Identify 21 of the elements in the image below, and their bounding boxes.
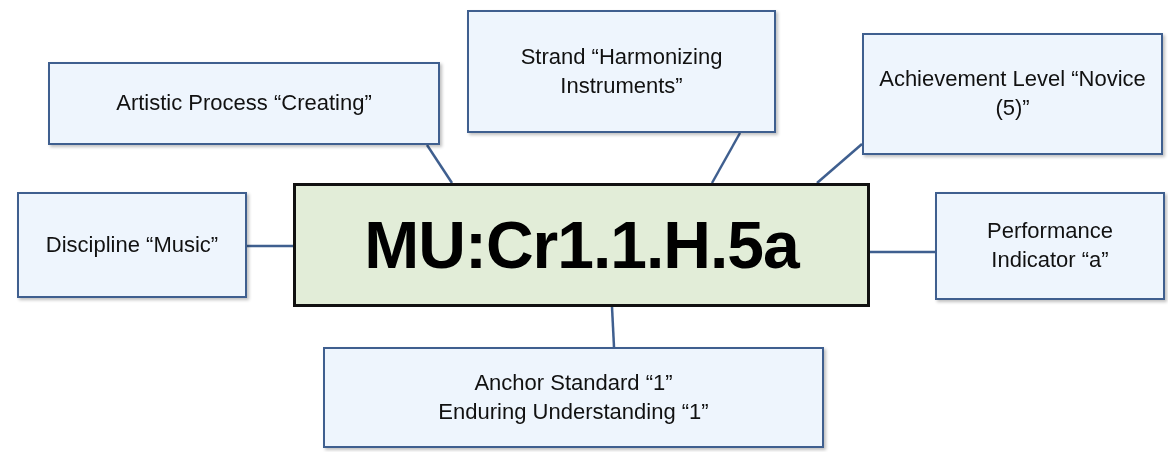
callout-box: [323, 347, 824, 448]
callout-text: Anchor Standard “1”: [474, 368, 673, 397]
leader-line: [247, 244, 293, 248]
leader-line: [610, 306, 616, 348]
callout-text: Achievement Level “Novice (5)”: [878, 65, 1147, 122]
callout-box: [48, 62, 440, 145]
callout-text: Performance Indicator “a”: [986, 217, 1114, 274]
callout-box: [862, 33, 1163, 155]
code-label: MU:Cr1.1.H.5a: [364, 207, 799, 283]
code-panel: [293, 183, 870, 307]
leader-line: [710, 132, 742, 184]
leader-line: [425, 144, 454, 184]
callout-box: [467, 10, 776, 133]
leader-line: [870, 250, 935, 254]
callout-box: [935, 192, 1165, 300]
callout-text: Artistic Process “Creating”: [116, 89, 372, 118]
callout-text: Strand “Harmonizing Instruments”: [519, 42, 724, 100]
callout-text: Enduring Understanding “1”: [438, 397, 709, 426]
callout-text: Discipline “Music”: [45, 230, 219, 259]
callout-box: [17, 192, 247, 298]
leader-line: [816, 143, 863, 184]
